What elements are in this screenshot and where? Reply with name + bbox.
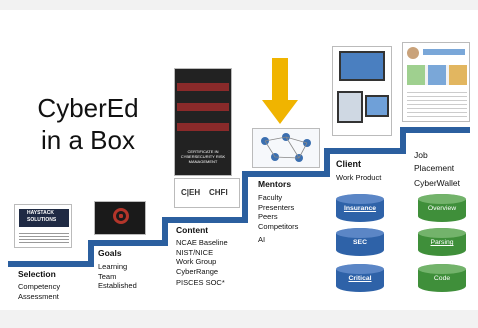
selection-line-2: Assessment xyxy=(18,291,59,301)
step-riser-goals xyxy=(88,240,94,267)
haystack-logo-line-1: HAYSTACK xyxy=(27,210,54,216)
client-line-1: Work Product xyxy=(336,173,382,182)
content-line-1: NCAE Baseline xyxy=(176,238,228,247)
haystack-doc-lines xyxy=(19,231,69,245)
dashboard-chart xyxy=(407,65,467,85)
haystack-logo-image: HAYSTACK SOLUTIONS xyxy=(14,204,72,248)
job-dashboard-image xyxy=(402,42,470,122)
selection-lines: Competency Assessment xyxy=(18,282,60,301)
cylinder-sec: SEC xyxy=(336,228,384,256)
step-riser-client xyxy=(324,148,330,177)
goals-target-image xyxy=(94,201,146,235)
cylinder-code-label: Code xyxy=(433,275,451,282)
down-arrow-shape xyxy=(262,58,298,124)
client-heading: Client xyxy=(336,159,362,169)
dashboard-rows xyxy=(407,89,467,119)
cylinder-critical-label: Critical xyxy=(348,275,372,282)
content-heading: Content xyxy=(176,225,209,235)
book-title-line-1: CERTIFICATE IN xyxy=(187,149,219,154)
step-bar-client xyxy=(324,148,406,154)
step-bar-goals xyxy=(88,240,168,246)
dashboard-header xyxy=(423,49,465,55)
book-red-band-3 xyxy=(177,123,229,131)
network-diagram-icon xyxy=(261,133,311,162)
content-book-image: CERTIFICATE IN CYBERSECURITY RISK MANAGE… xyxy=(174,68,232,176)
mentors-lines: Faculty Presenters Peers Competitors AI xyxy=(258,193,298,245)
step-bar-selection xyxy=(8,261,94,267)
job-line-3: CyberWallet xyxy=(414,178,460,188)
selection-line-1: Competency xyxy=(18,282,61,291)
mentors-line-1: Faculty xyxy=(258,193,283,202)
book-title-line-3: MANAGEMENT xyxy=(188,159,218,164)
step-bar-mentors xyxy=(242,171,330,177)
content-line-4: CyberRange xyxy=(176,266,219,276)
cylinder-parsing: Parsing xyxy=(418,228,466,256)
content-line-2: NIST/NICE xyxy=(176,247,214,257)
cert-logos-image: C|EH CHFI xyxy=(174,178,240,208)
job-lines: Job Placement CyberWallet xyxy=(414,149,460,190)
cylinder-overview-label: Overview xyxy=(427,205,457,212)
goals-line-2: Team xyxy=(98,271,117,281)
cylinder-sec-label: SEC xyxy=(353,239,367,246)
goals-lines: Learning Team Established xyxy=(98,262,137,291)
cylinder-parsing-label: Parsing xyxy=(430,239,454,246)
goals-line-3: Established xyxy=(98,281,137,290)
mentors-line-5: AI xyxy=(258,235,266,244)
haystack-logo-line-2: SOLUTIONS xyxy=(27,217,57,223)
book-title: CERTIFICATE IN CYBERSECURITY RISK MANAGE… xyxy=(175,149,231,164)
client-devices-image xyxy=(332,46,392,136)
device-laptop xyxy=(365,95,389,117)
book-red-band xyxy=(177,83,229,91)
title-line-2: in a Box xyxy=(41,125,135,155)
mentors-line-3: Peers xyxy=(258,212,278,221)
step-riser-mentors xyxy=(242,171,248,223)
dashboard-avatar xyxy=(407,47,419,59)
goals-heading: Goals xyxy=(98,248,122,258)
device-tablet xyxy=(337,91,363,123)
mentors-network-image xyxy=(252,128,320,168)
title-line-1: CyberEd xyxy=(37,93,139,123)
ceh-logo: C|EH xyxy=(181,188,201,197)
step-riser-content xyxy=(162,217,168,246)
cylinder-code: Code xyxy=(418,264,466,292)
haystack-logo-mark xyxy=(19,209,69,227)
job-line-2: Placement xyxy=(414,163,455,173)
slide-title: CyberEd in a Box xyxy=(28,92,148,156)
content-line-5: PISCES SOC* xyxy=(176,278,225,287)
mentors-heading: Mentors xyxy=(258,179,292,189)
slide: CyberEd in a Box HAYSTACK SOLUTIONS Sele… xyxy=(0,10,478,310)
chfi-logo: CHFI xyxy=(209,188,228,197)
network-links xyxy=(264,136,308,159)
down-arrow-icon xyxy=(262,58,298,124)
selection-heading: Selection xyxy=(18,269,56,279)
mentors-line-4: Competitors xyxy=(258,221,299,231)
cylinder-critical: Critical xyxy=(336,264,384,292)
step-riser-job xyxy=(400,127,406,154)
cylinder-overview: Overview xyxy=(418,194,466,222)
cylinder-insurance: Insurance xyxy=(336,194,384,222)
step-bar-content xyxy=(162,217,248,223)
content-line-3: Work Group xyxy=(176,257,217,266)
cylinder-insurance-label: Insurance xyxy=(343,205,377,212)
goals-line-1: Learning xyxy=(98,262,128,271)
mentors-line-2: Presenters xyxy=(258,202,295,212)
book-title-line-2: CYBERSECURITY RISK xyxy=(180,154,226,159)
step-bar-job xyxy=(400,127,470,133)
device-monitor xyxy=(339,51,385,81)
client-lines: Work Product xyxy=(336,173,381,183)
job-line-1: Job xyxy=(414,150,428,160)
target-icon xyxy=(113,208,129,224)
book-red-band-2 xyxy=(177,103,229,111)
content-lines: NCAE Baseline NIST/NICE Work Group Cyber… xyxy=(176,238,228,288)
